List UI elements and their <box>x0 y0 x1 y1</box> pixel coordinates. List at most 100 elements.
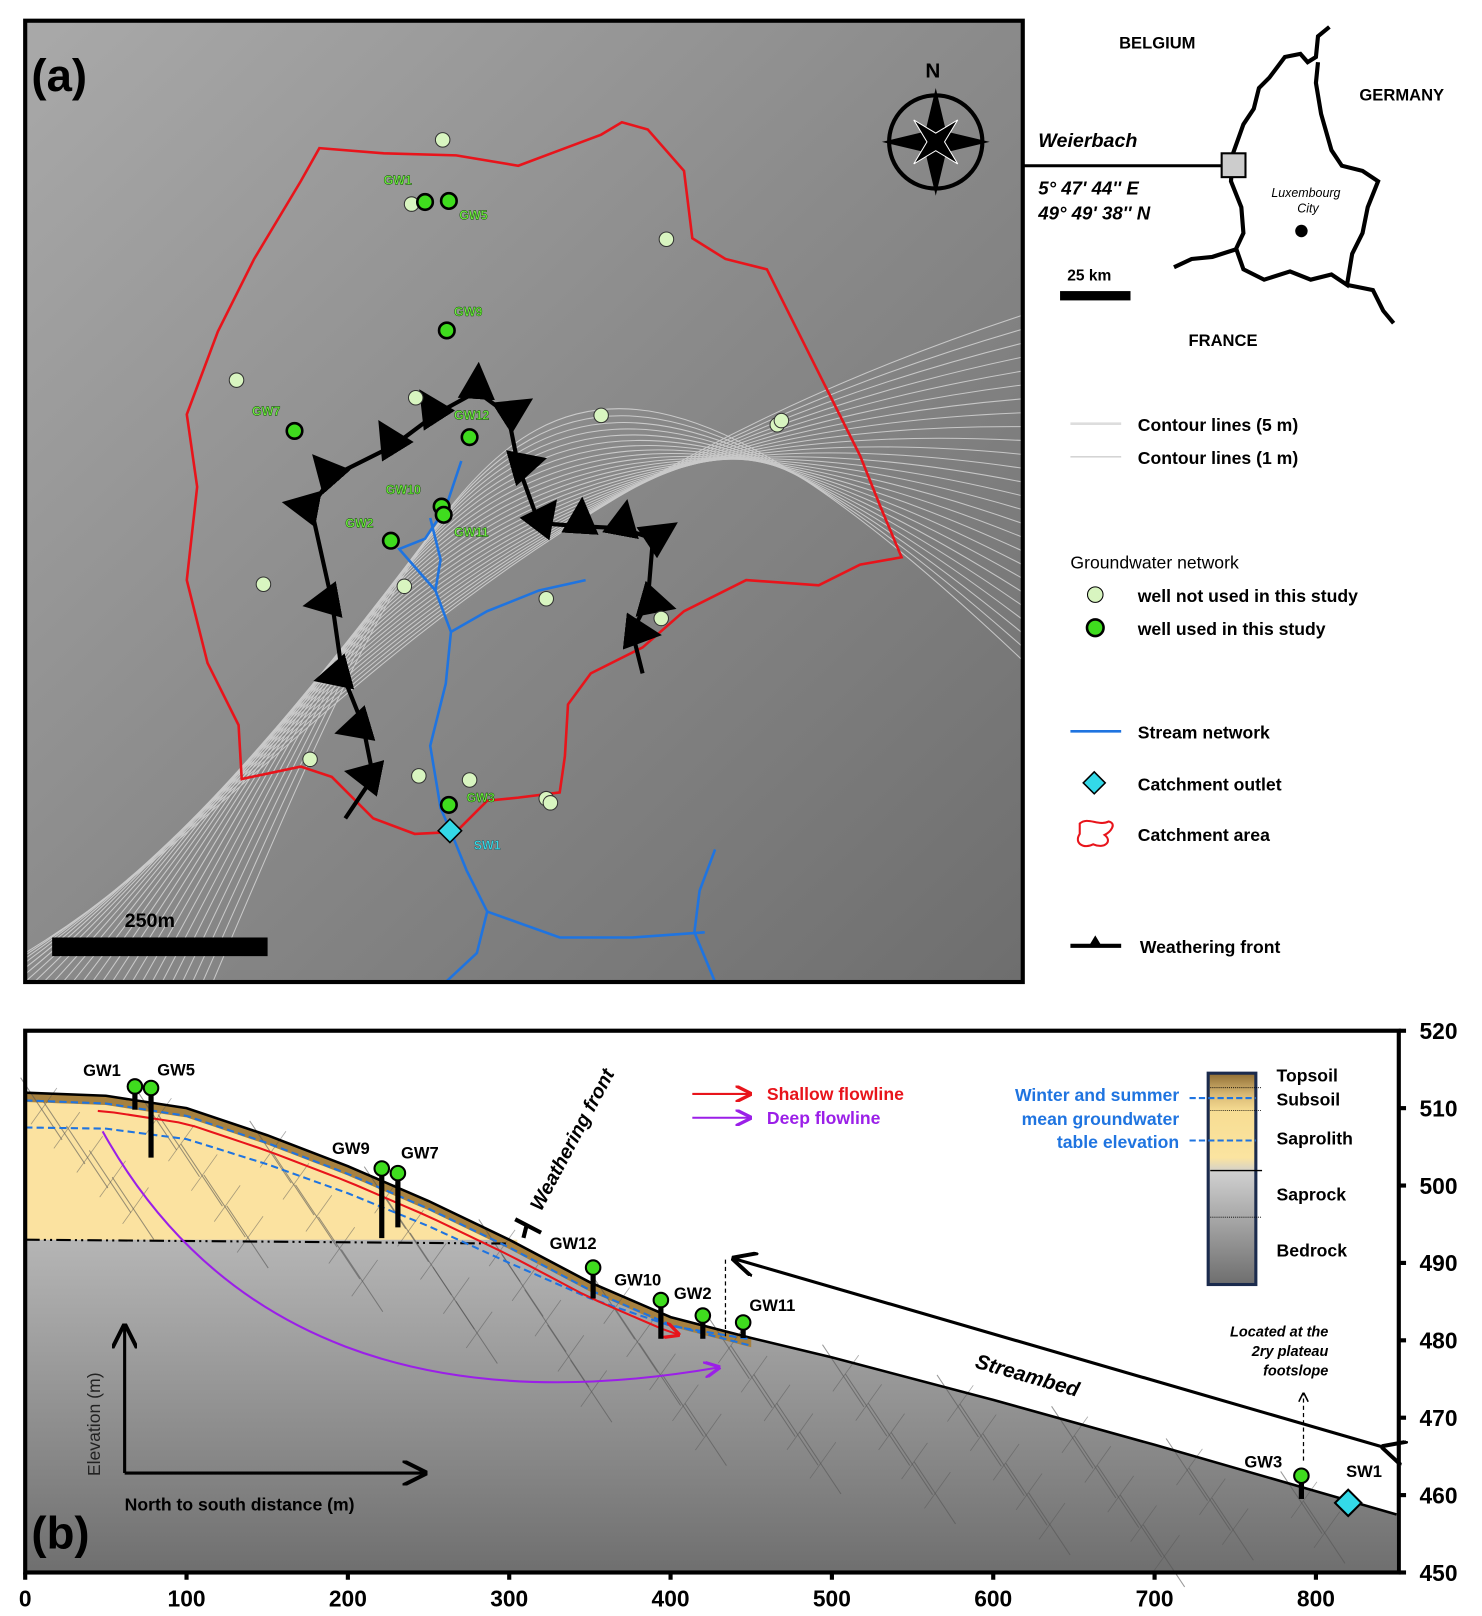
well-label: GW5 <box>459 209 487 223</box>
north-label: N <box>925 60 940 83</box>
summer-water-table <box>25 1126 752 1341</box>
section-well-marker[interactable] <box>734 1314 752 1331</box>
section-well-marker[interactable] <box>694 1307 712 1324</box>
well-used-marker[interactable] <box>439 191 458 211</box>
well-used-marker[interactable] <box>381 531 400 550</box>
layer-subsoil: Subsoil <box>1277 1089 1341 1109</box>
map-scale-bar <box>52 937 268 957</box>
north-arrow-icon <box>881 88 990 196</box>
well-label: GW3 <box>466 791 494 805</box>
well-label: GW11 <box>454 526 489 540</box>
city-label-1: Luxembourg <box>1271 186 1340 200</box>
section-well-marker[interactable] <box>584 1259 602 1276</box>
section-well-marker[interactable] <box>373 1160 391 1177</box>
location-inset: BELGIUM GERMANY FRANCE Weierbach 5° 47' … <box>1022 25 1444 350</box>
panel-b-label: (b) <box>31 1508 89 1559</box>
site-marker <box>1220 152 1247 179</box>
x-tick-label: 700 <box>1136 1586 1174 1612</box>
legend-contour5: Contour lines (5 m) <box>1138 415 1298 435</box>
section-well-marker[interactable] <box>1293 1467 1310 1485</box>
well-not-used-marker[interactable] <box>407 390 424 406</box>
winter-water-table <box>25 1099 752 1347</box>
city-dot <box>1295 224 1308 238</box>
y-tick-label: 520 <box>1420 1018 1458 1044</box>
layer-bedrock: Bedrock <box>1277 1241 1348 1261</box>
layer-topsoil: Topsoil <box>1277 1065 1338 1085</box>
well-not-used-marker[interactable] <box>658 231 675 248</box>
well-not-used-marker[interactable] <box>593 407 609 424</box>
legend-shallow: Shallow flowline <box>767 1084 904 1104</box>
weathering-front-marker <box>514 1217 543 1239</box>
well-used-marker[interactable] <box>439 795 458 814</box>
outlet-swatch <box>1082 770 1107 795</box>
x-axis-title: North to south distance (m) <box>125 1494 355 1514</box>
well-not-used-marker[interactable] <box>228 372 245 388</box>
well-not-used-marker[interactable] <box>255 576 272 593</box>
y-axis-title: Elevation (m) <box>84 1372 104 1476</box>
y-tick-label: 460 <box>1420 1482 1458 1508</box>
section-well-label: GW10 <box>614 1271 661 1290</box>
well-used-marker[interactable] <box>434 505 453 524</box>
map-scale-label: 250m <box>125 910 175 932</box>
well-not-used-marker[interactable] <box>538 590 555 607</box>
well-used-marker[interactable] <box>415 192 435 212</box>
well-not-used-marker[interactable] <box>461 772 478 788</box>
well-not-used-swatch <box>1086 586 1104 603</box>
section-outlet-marker[interactable] <box>1333 1488 1363 1518</box>
legend-catchment: Catchment area <box>1138 825 1270 845</box>
section-outlet-label: SW1 <box>1346 1462 1382 1481</box>
inset-scale-label: 25 km <box>1067 268 1111 285</box>
x-tick-label: 300 <box>490 1586 528 1612</box>
well-not-used-marker[interactable] <box>773 412 790 429</box>
x-tick-label: 100 <box>168 1586 206 1612</box>
section-well-marker[interactable] <box>389 1164 407 1182</box>
panel-a-label: (a) <box>31 50 87 101</box>
section-well-marker[interactable] <box>126 1078 144 1095</box>
legend-deep: Deep flowline <box>767 1108 881 1128</box>
y-tick-label: 450 <box>1420 1560 1458 1586</box>
legend-well-used: well used in this study <box>1137 619 1326 639</box>
well-used-marker[interactable] <box>285 421 304 440</box>
germany-label: GERMANY <box>1359 85 1444 104</box>
section-well-marker[interactable] <box>142 1079 160 1097</box>
section-well-label: GW7 <box>401 1144 439 1163</box>
well-label: GW2 <box>345 516 373 530</box>
section-well-marker[interactable] <box>652 1291 670 1309</box>
legend-gw-title: Groundwater network <box>1070 553 1239 573</box>
layer-saprock: Saprock <box>1277 1185 1347 1205</box>
well-not-used-marker[interactable] <box>542 795 559 811</box>
well-used-marker[interactable] <box>460 428 479 447</box>
well-not-used-marker[interactable] <box>411 768 427 784</box>
gw-legend-line-3: table elevation <box>1057 1132 1179 1152</box>
france-label: FRANCE <box>1189 331 1258 350</box>
section-well-label: GW5 <box>157 1061 195 1080</box>
well-label: GW7 <box>252 404 280 418</box>
section-well-label: GW1 <box>83 1061 121 1080</box>
gw-legend-line-1: Winter and summer <box>1015 1085 1179 1105</box>
legend-front: Weathering front <box>1140 937 1281 957</box>
weathering-front-line <box>281 361 678 820</box>
legend-stream: Stream network <box>1138 723 1270 743</box>
section-well-label: GW12 <box>550 1234 597 1253</box>
well-label: GW10 <box>386 483 421 497</box>
legend-outlet: Catchment outlet <box>1138 774 1282 794</box>
y-tick-label: 470 <box>1420 1405 1458 1431</box>
well-not-used-marker[interactable] <box>434 132 451 148</box>
x-tick-label: 200 <box>329 1586 367 1612</box>
note-line-3: footslope <box>1263 1364 1328 1380</box>
layer-saprolith: Saprolith <box>1277 1129 1353 1149</box>
streambed-arrow <box>734 1259 1384 1448</box>
well-not-used-marker[interactable] <box>302 751 318 768</box>
well-used-marker[interactable] <box>437 321 456 340</box>
outlet-diamond[interactable] <box>437 817 463 844</box>
well-not-used-marker[interactable] <box>653 610 670 627</box>
gw-legend-line-2: mean groundwater <box>1022 1109 1180 1129</box>
well-not-used-marker[interactable] <box>396 578 413 595</box>
well-used-swatch <box>1085 618 1105 638</box>
legend-well-not-used: well not used in this study <box>1137 586 1358 606</box>
y-tick-label: 490 <box>1420 1250 1458 1276</box>
x-tick-label: 400 <box>652 1586 690 1612</box>
